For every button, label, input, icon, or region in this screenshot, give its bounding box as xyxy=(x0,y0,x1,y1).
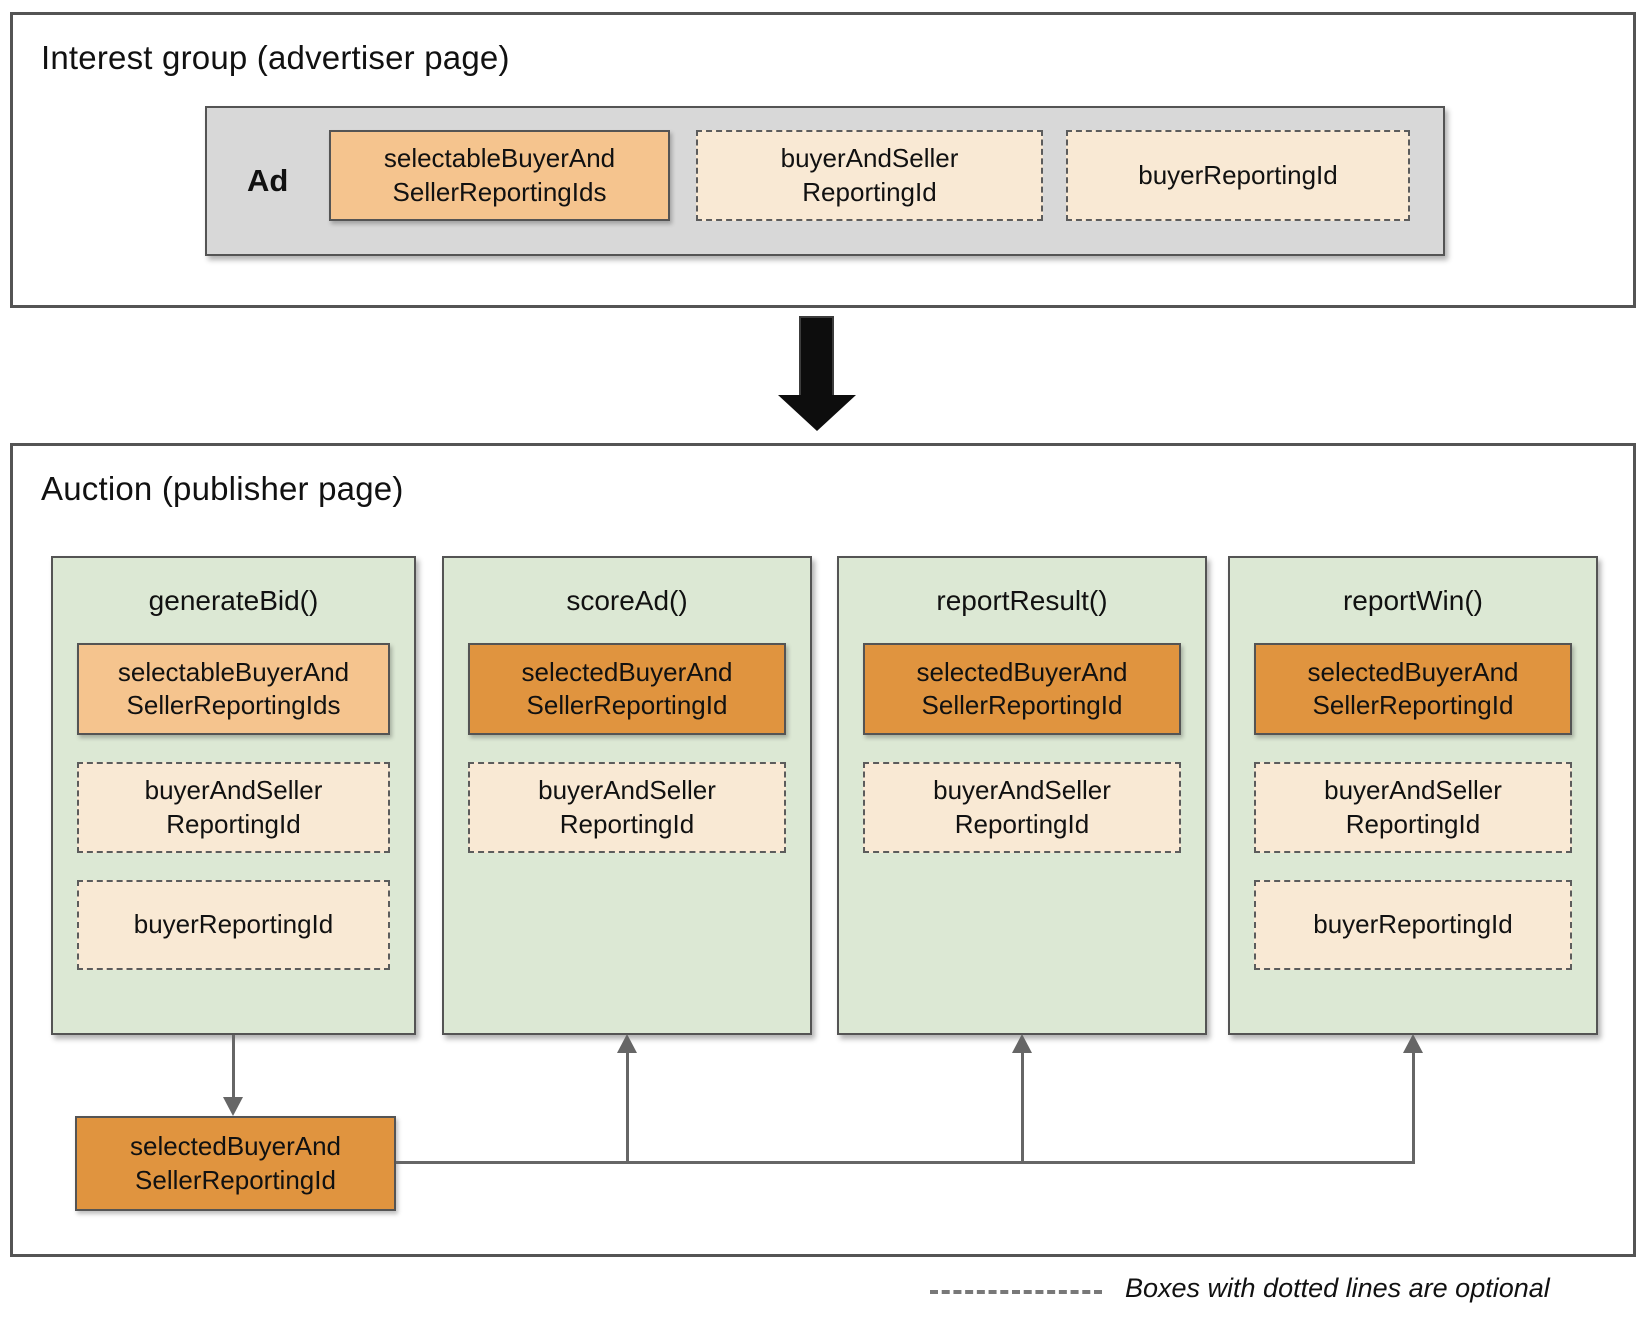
auction-section: Auction (publisher page) generateBid() s… xyxy=(10,443,1636,1257)
buyer-and-seller-reporting-id-box: buyerAndSeller ReportingId xyxy=(468,762,786,853)
interest-group-section: Interest group (advertiser page) Ad sele… xyxy=(10,12,1636,308)
selected-buyer-and-seller-reporting-id-box: selectedBuyerAnd SellerReportingId xyxy=(863,643,1181,735)
selected-buyer-and-seller-reporting-id-box: selectedBuyerAnd SellerReportingId xyxy=(1254,643,1572,735)
ad-label: Ad xyxy=(247,163,289,198)
buyer-and-seller-reporting-id-box: buyerAndSeller ReportingId xyxy=(77,762,390,853)
buyer-reporting-id-box: buyerReportingId xyxy=(1066,130,1410,221)
arrowhead-up-icon xyxy=(1403,1034,1423,1053)
auction-title: Auction (publisher page) xyxy=(41,470,404,507)
generatebid-title: generateBid() xyxy=(148,584,319,616)
reportresult-title: reportResult() xyxy=(936,584,1108,616)
legend-label: Boxes with dotted lines are optional xyxy=(1125,1273,1550,1303)
selected-buyer-and-seller-reporting-id-box: selectedBuyerAnd SellerReportingId xyxy=(468,643,786,735)
reportwin-column: reportWin() selectedBuyerAnd SellerRepor… xyxy=(1228,556,1598,1035)
selected-buyer-and-seller-reporting-id-output-box: selectedBuyerAnd SellerReportingId xyxy=(75,1116,396,1211)
generatebid-column: generateBid() selectableBuyerAnd SellerR… xyxy=(51,556,416,1035)
buyer-and-seller-reporting-id-box: buyerAndSeller ReportingId xyxy=(696,130,1043,221)
legend-dashed-line-sample xyxy=(930,1290,1102,1294)
arrowhead-up-icon xyxy=(1012,1034,1032,1053)
reportwin-title: reportWin() xyxy=(1342,584,1483,616)
buyer-reporting-id-box: buyerReportingId xyxy=(1254,880,1572,970)
connector-output-horizontal-line xyxy=(396,1161,1415,1164)
scoread-column: scoreAd() selectedBuyerAnd SellerReporti… xyxy=(442,556,812,1035)
connector-to-reportwin-line xyxy=(1412,1051,1415,1164)
arrowhead-down-icon xyxy=(223,1097,243,1116)
buyer-reporting-id-box: buyerReportingId xyxy=(77,880,390,970)
buyer-and-seller-reporting-id-box: buyerAndSeller ReportingId xyxy=(863,762,1181,853)
scoread-title: scoreAd() xyxy=(566,584,688,616)
connector-to-reportresult-line xyxy=(1021,1051,1024,1164)
connector-to-scoread-line xyxy=(626,1051,629,1164)
selectable-buyer-and-seller-reporting-ids-box: selectableBuyerAnd SellerReportingIds xyxy=(77,643,390,735)
ad-container: Ad selectableBuyerAnd SellerReportingIds… xyxy=(205,106,1445,256)
connector-generatebid-to-output-line xyxy=(232,1035,235,1097)
buyer-and-seller-reporting-id-box: buyerAndSeller ReportingId xyxy=(1254,762,1572,853)
flow-down-arrow-head xyxy=(778,395,856,431)
selectable-buyer-and-seller-reporting-ids-box: selectableBuyerAnd SellerReportingIds xyxy=(329,130,670,221)
reportresult-column: reportResult() selectedBuyerAnd SellerRe… xyxy=(837,556,1207,1035)
flow-down-arrow-shaft xyxy=(799,316,834,399)
interest-group-title: Interest group (advertiser page) xyxy=(41,39,510,76)
arrowhead-up-icon xyxy=(617,1034,637,1053)
